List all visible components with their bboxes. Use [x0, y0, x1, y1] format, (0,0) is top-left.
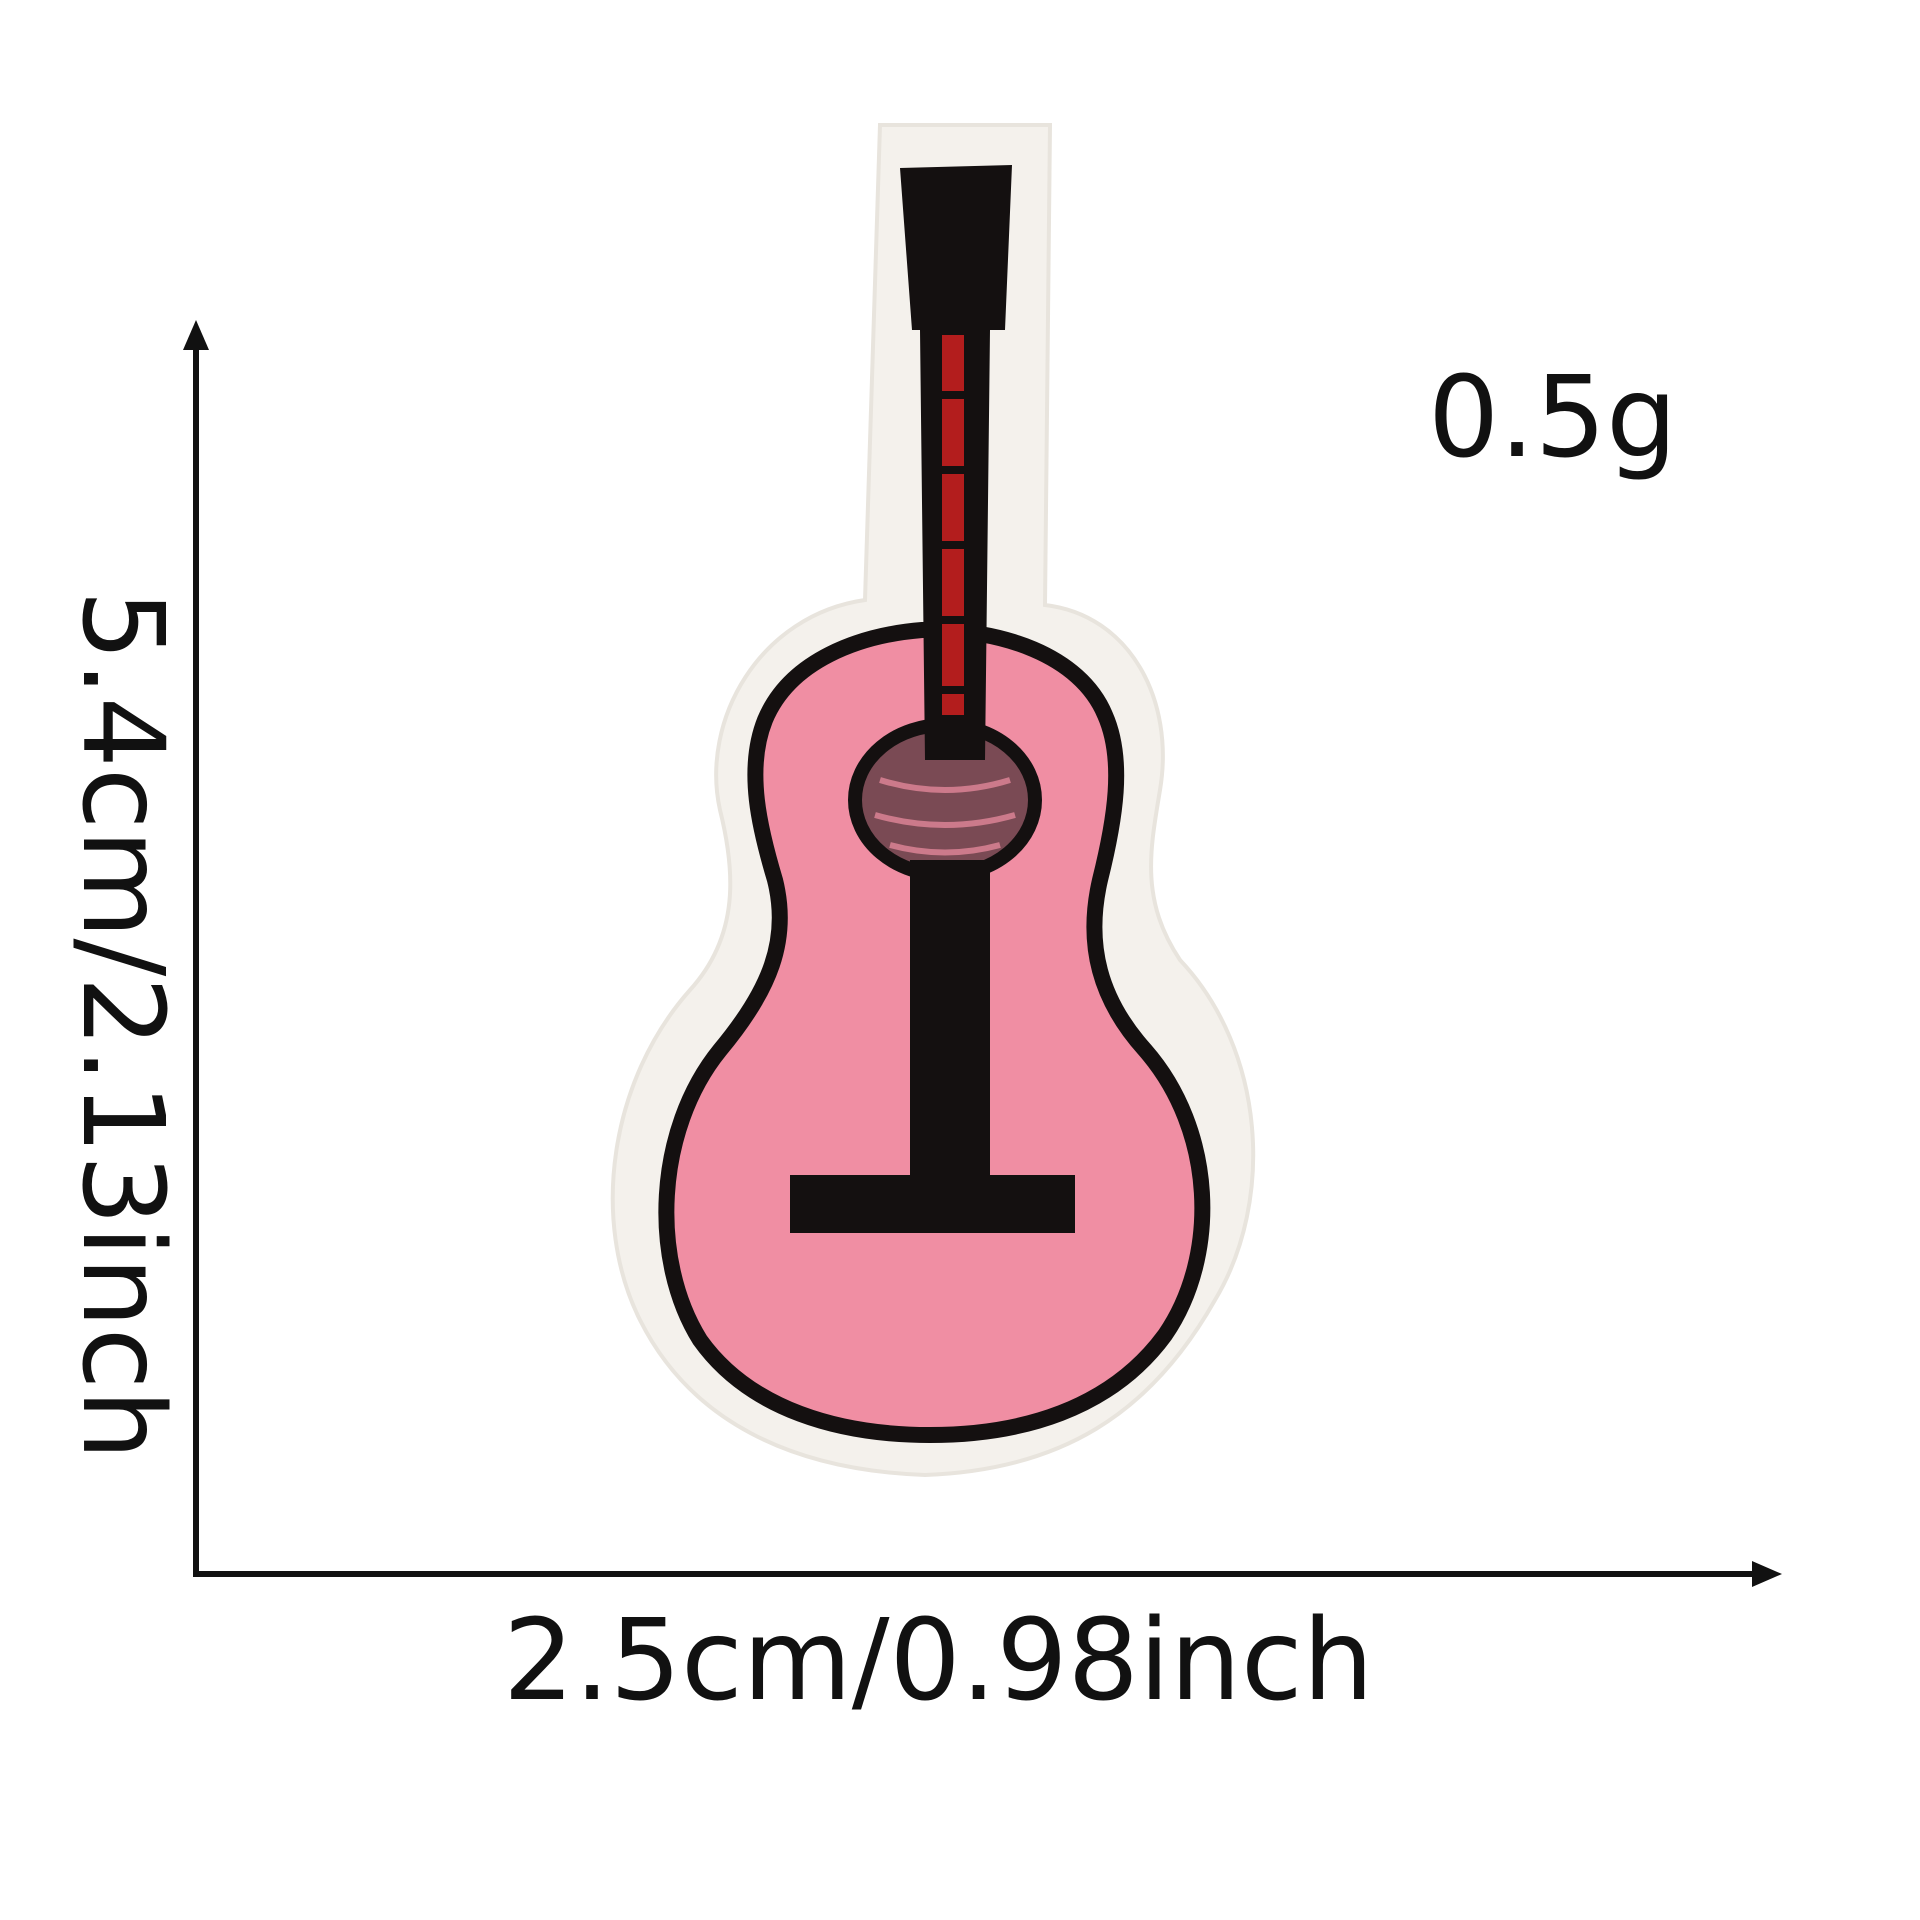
dimension-axes: [183, 320, 1782, 1587]
sound-hole-texture: [874, 777, 1016, 856]
vertical-arrowhead: [183, 320, 209, 350]
width-dimension-label: 2.5cm/0.98inch: [503, 1596, 1374, 1726]
height-dimension-label: 5.4cm/2.13inch: [57, 589, 187, 1461]
weight-label: 0.5g: [1428, 353, 1678, 483]
fret-marks: [932, 391, 975, 694]
horizontal-arrowhead: [1752, 1561, 1782, 1587]
guitar-bridge: [790, 1175, 1075, 1233]
string-post: [910, 860, 990, 1200]
guitar-patch-icon: [610, 123, 1256, 1478]
